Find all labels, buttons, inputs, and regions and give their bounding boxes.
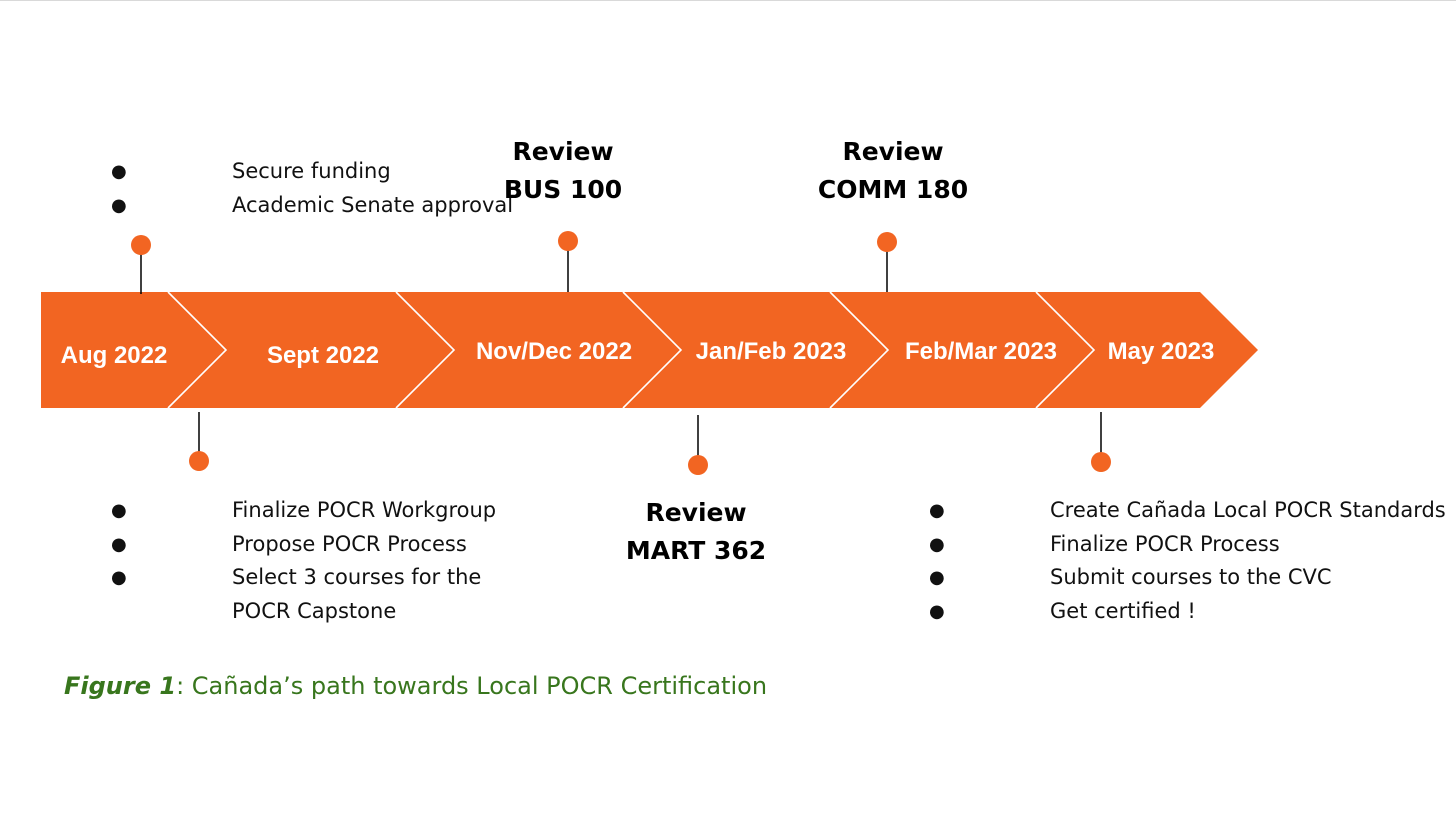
list-item: ● Get certified ! <box>929 595 1446 629</box>
bottom-right-bullet-list: ● Create Cañada Local POCR Standards ● Fin… <box>929 494 1446 628</box>
stage-label-feb-mar-2023: Feb/Mar 2023 <box>905 338 1057 365</box>
review-heading: Review <box>512 137 614 166</box>
bullet-icon: ● <box>929 567 945 588</box>
bullet-icon: ● <box>111 500 127 521</box>
list-item: ● Propose POCR Process <box>111 528 496 562</box>
bullet-icon: ● <box>111 194 127 216</box>
milestone-marker <box>688 455 708 475</box>
list-item: ● Finalize POCR Process <box>929 528 1446 562</box>
chevron-separator <box>622 291 683 409</box>
review-course: COMM 180 <box>817 175 969 204</box>
stage-label-nov-dec-2022: Nov/Dec 2022 <box>476 338 632 365</box>
top-border <box>0 0 1456 1</box>
review-course: BUS 100 <box>503 175 623 204</box>
stage-label-jan-feb-2023: Jan/Feb 2023 <box>696 338 847 365</box>
bullet-icon: ● <box>929 533 945 555</box>
timeline-arrow <box>41 292 1258 408</box>
chevron-separator <box>167 291 228 409</box>
stage-label-aug-2022: Aug 2022 <box>61 342 168 369</box>
review-heading: Review <box>842 137 944 166</box>
list-item-text: POCR Capstone <box>232 598 397 623</box>
review-heading: Review <box>645 498 747 527</box>
caption-colon: : <box>176 672 185 700</box>
figure-caption: Figure 1: Cañada’s path towards Local PO… <box>64 672 767 700</box>
bullet-icon: ● <box>929 600 945 622</box>
list-item-text: Secure funding <box>232 159 391 183</box>
list-item-text: Get certified ! <box>1050 598 1196 623</box>
list-item-text: Create Cañada Local POCR Standards <box>1050 498 1446 522</box>
list-item-text: Select 3 courses for the <box>232 565 482 589</box>
list-item-text: Propose POCR Process <box>232 531 467 556</box>
list-item: ● Secure funding <box>111 155 513 189</box>
review-comm-180-label: Review COMM 180 <box>793 133 993 209</box>
milestone-marker <box>558 231 578 251</box>
review-mart-362-label: Review MART 362 <box>606 494 786 570</box>
figure-number: Figure 1 <box>64 672 177 700</box>
list-item-text: Finalize POCR Process <box>1050 531 1280 556</box>
list-item: ● Academic Senate approval <box>111 189 513 223</box>
review-course: MART 362 <box>625 536 767 565</box>
list-item: ● Finalize POCR Workgroup <box>111 494 496 528</box>
chevron-separator <box>395 291 456 409</box>
review-bus-100-label: Review BUS 100 <box>483 133 643 209</box>
stage-label-may-2023: May 2023 <box>1108 338 1215 365</box>
chevron-separator <box>829 291 890 409</box>
list-item: ● Create Cañada Local POCR Standards <box>929 494 1446 528</box>
list-item-text: Finalize POCR Workgroup <box>232 498 497 522</box>
bullet-icon: ● <box>111 161 127 182</box>
list-item: ● Submit courses to the CVC <box>929 561 1446 595</box>
list-item-continuation: POCR Capstone <box>111 595 496 629</box>
bullet-icon: ● <box>929 500 945 521</box>
bullet-icon: ● <box>111 533 127 555</box>
chevron-separators <box>167 291 1096 409</box>
top-bullet-list: ● Secure funding ● Academic Senate approva… <box>111 155 513 222</box>
bottom-left-bullet-list: ● Finalize POCR Workgroup ● Propose POCR P… <box>111 494 496 628</box>
milestone-marker <box>189 451 209 471</box>
list-item-text: Submit courses to the CVC <box>1050 565 1332 589</box>
milestone-marker <box>1091 452 1111 472</box>
list-item: ● Select 3 courses for the <box>111 561 496 595</box>
list-item-text: Academic Senate approval <box>232 192 514 217</box>
caption-text: Cañada’s path towards Local POCR Certifi… <box>184 672 768 700</box>
chevron-separator <box>1035 291 1096 409</box>
bullet-icon: ● <box>111 567 127 588</box>
milestone-marker <box>131 235 151 255</box>
stage-label-sept-2022: Sept 2022 <box>267 342 379 369</box>
milestone-marker <box>877 232 897 252</box>
